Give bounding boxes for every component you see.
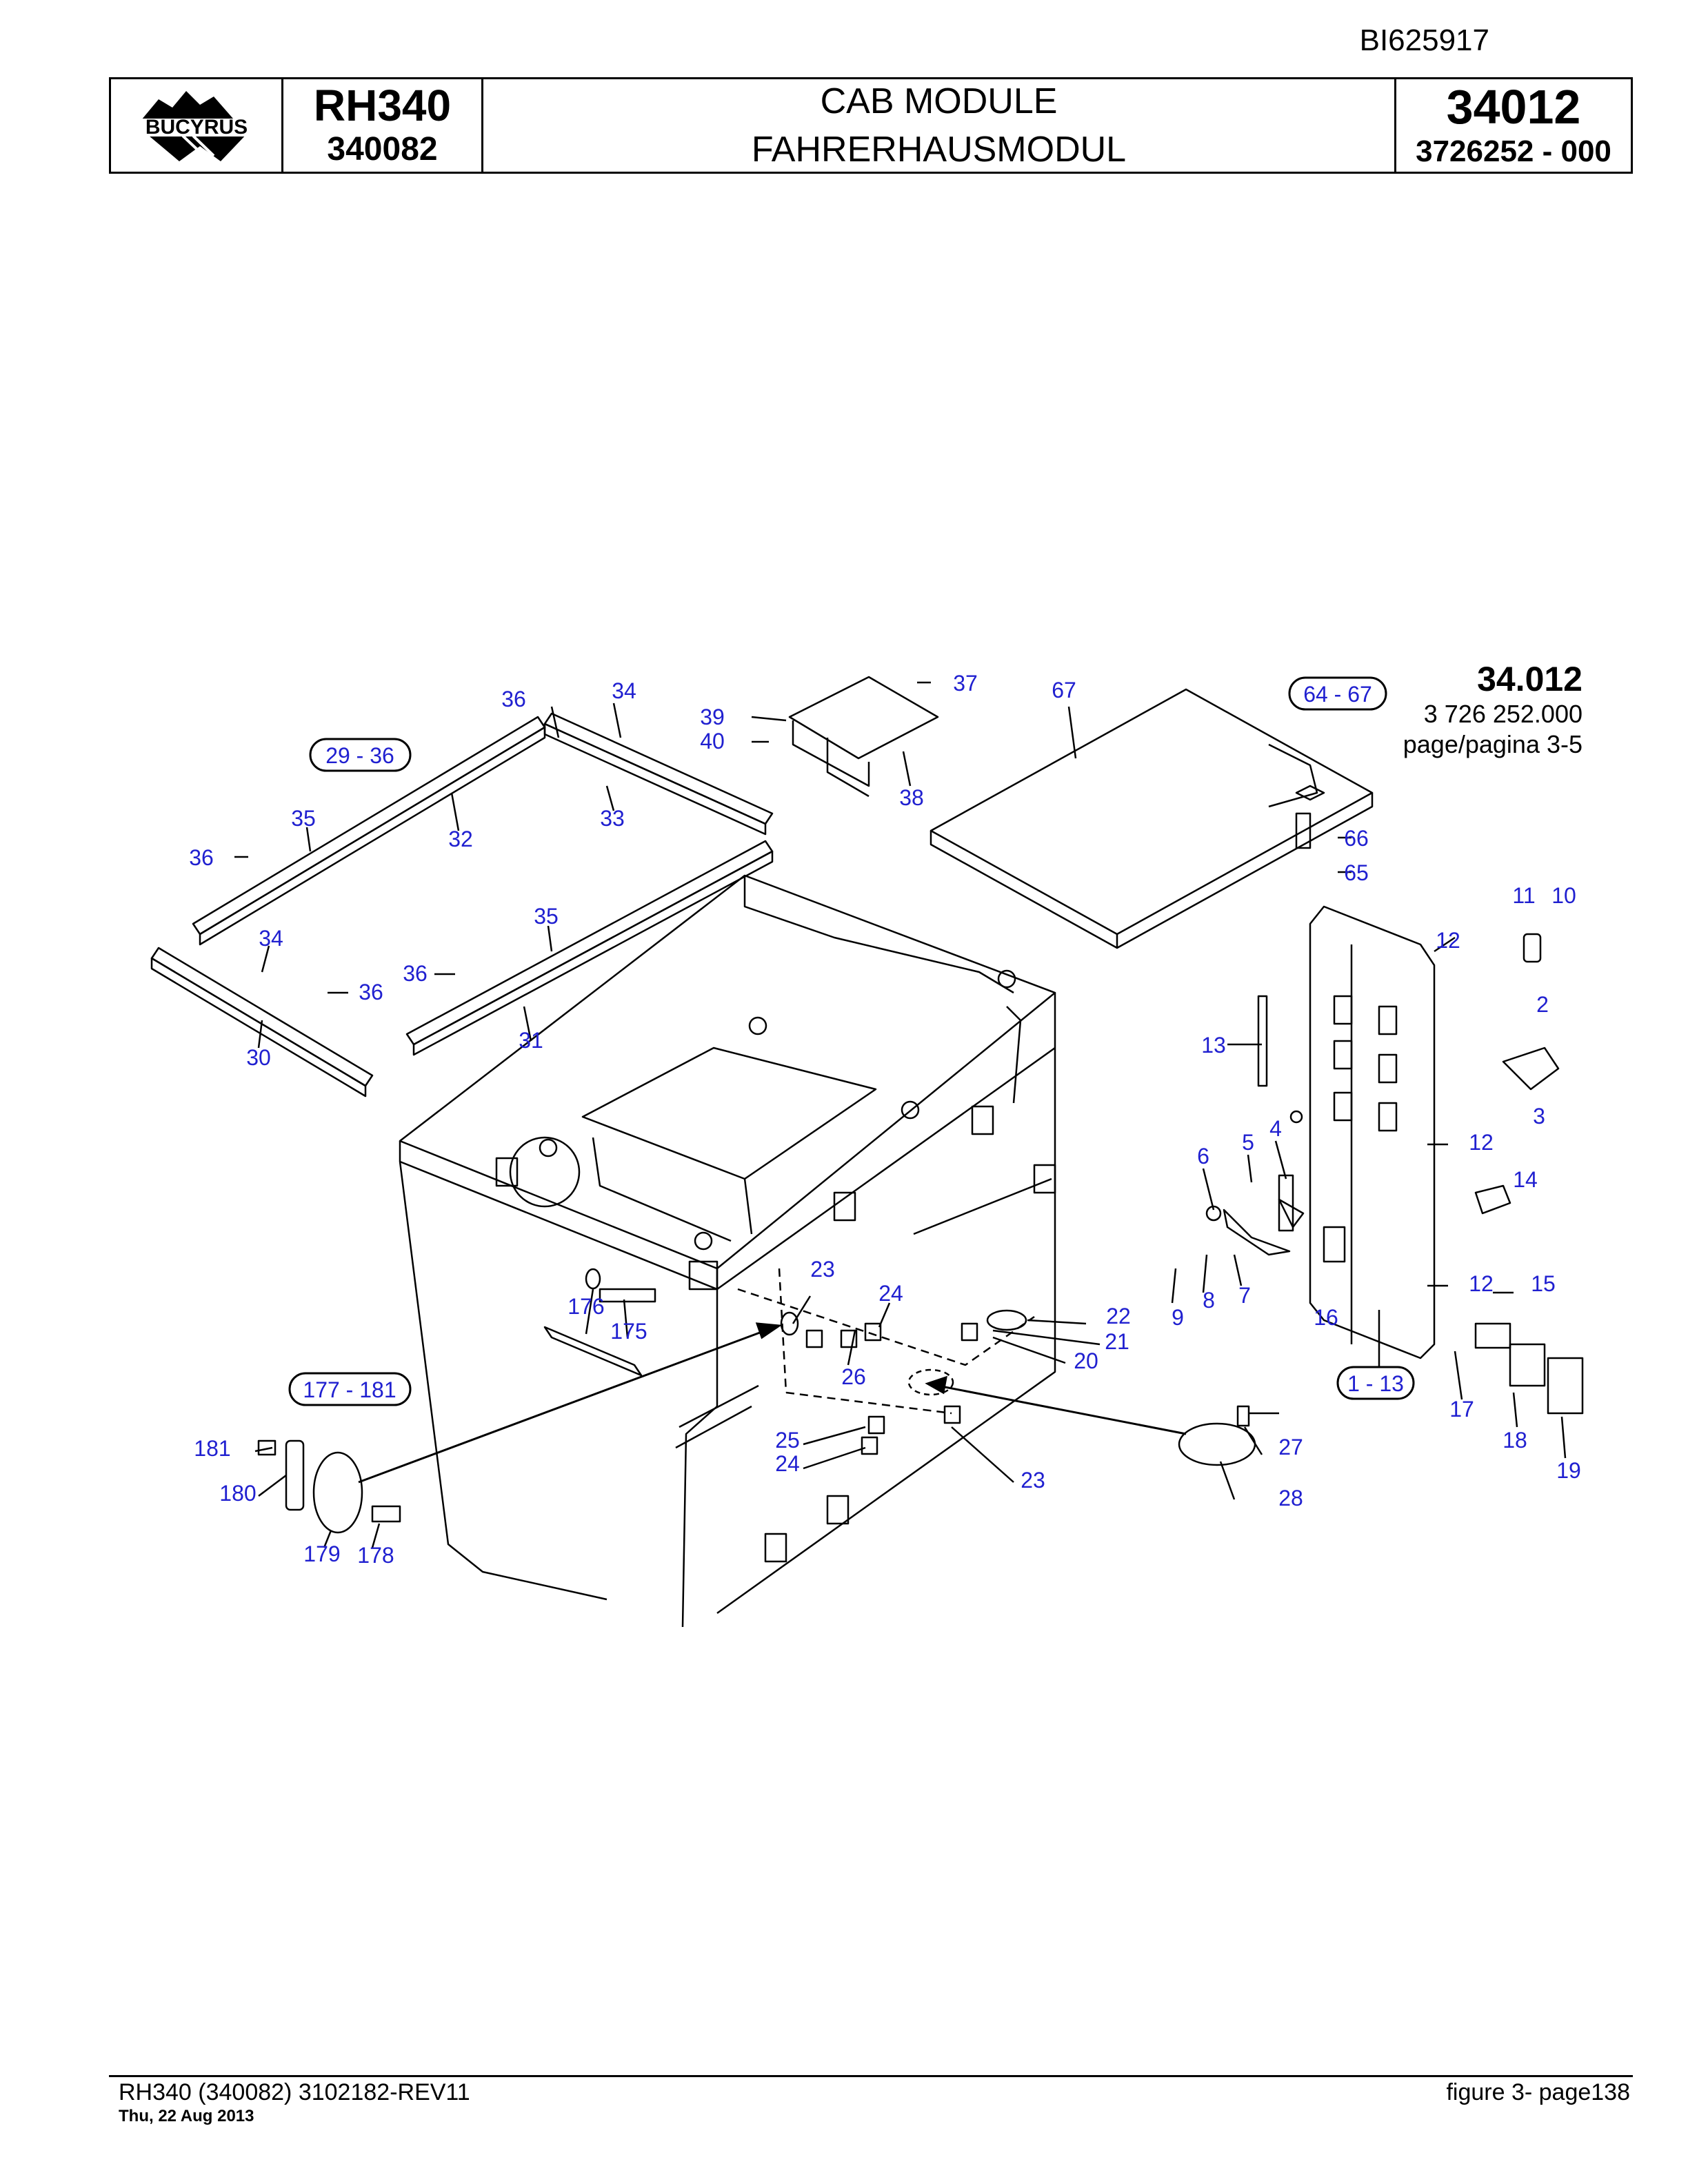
group-label: 29 - 36 <box>325 743 394 768</box>
callout-label: 181 <box>194 1436 230 1461</box>
callout-label: 36 <box>189 845 214 870</box>
callout-label: 12 <box>1469 1271 1494 1296</box>
callout-label: 24 <box>775 1451 800 1476</box>
group-label: 64 - 67 <box>1303 682 1372 707</box>
ref-page: page/pagina 3-5 <box>1403 730 1582 758</box>
title-english: CAB MODULE <box>820 81 1058 121</box>
callout-label: 11 <box>1512 883 1535 908</box>
callout-label: 30 <box>246 1045 271 1070</box>
group-oval-29-36 <box>309 738 412 772</box>
bracket-drawing <box>788 676 939 798</box>
tray-drawing <box>930 688 1374 949</box>
callout-label: 12 <box>1436 928 1460 953</box>
callout-label: 16 <box>1314 1305 1338 1330</box>
group-oval-64-67 <box>1288 676 1387 711</box>
callout-label: 37 <box>953 671 978 696</box>
footer-date: Thu, 22 Aug 2013 <box>119 2107 254 2125</box>
ref-number: 34.012 <box>1477 660 1582 698</box>
svg-text:BUCYRUS: BUCYRUS <box>145 116 247 139</box>
callout-label: 38 <box>899 785 924 810</box>
group-cell: 34012 3726252 - 000 <box>1396 79 1631 172</box>
model-cell: RH340 340082 <box>283 79 483 172</box>
callout-label: 176 <box>567 1294 604 1319</box>
group-label: 1 - 13 <box>1347 1371 1404 1396</box>
callout-label: 39 <box>700 705 725 729</box>
callout-label: 9 <box>1172 1305 1184 1330</box>
callout-label: 34 <box>259 926 283 951</box>
callout-label: 10 <box>1551 883 1576 908</box>
callout-label: 178 <box>357 1543 394 1568</box>
callout-label: 32 <box>448 827 473 851</box>
callout-label: 23 <box>1021 1468 1045 1493</box>
title-block: BUCYRUS RH340 340082 CAB MODULE FAHRERHA… <box>109 77 1633 174</box>
callout-label: 22 <box>1106 1304 1131 1328</box>
callout-label: 36 <box>501 687 526 711</box>
callout-label: 36 <box>403 961 428 986</box>
callout-label: 19 <box>1556 1458 1581 1483</box>
callout-label: 7 <box>1238 1283 1251 1308</box>
footer-page-number: figure 3- page138 <box>1446 2079 1630 2105</box>
group-number: 34012 <box>1446 80 1581 134</box>
group-labels: 29 - 36 64 - 67 1 - 13 177 - 181 <box>303 682 1404 1402</box>
callout-label: 180 <box>219 1481 256 1506</box>
callout-label: 179 <box>303 1541 340 1566</box>
callout-label: 18 <box>1503 1428 1527 1453</box>
document-id: BI625917 <box>1359 23 1489 57</box>
callout-label: 12 <box>1469 1130 1494 1155</box>
callout-label: 20 <box>1074 1348 1098 1373</box>
callout-label: 25 <box>775 1428 800 1453</box>
callout-label: 65 <box>1344 860 1369 885</box>
diagram-drawing: 29 - 36 64 - 67 1 - 13 177 - 181 34.012 … <box>150 660 1584 1628</box>
model-number: 340082 <box>327 131 438 168</box>
group-oval-1-13 <box>1336 1366 1415 1400</box>
cab-body-drawing <box>399 874 1056 1628</box>
callout-label: 35 <box>534 904 559 929</box>
callout-label: 66 <box>1344 826 1369 851</box>
callout-label: 27 <box>1278 1435 1303 1459</box>
callout-label: 4 <box>1269 1116 1282 1141</box>
part-number: 3726252 - 000 <box>1416 134 1611 168</box>
ref-part: 3 726 252.000 <box>1424 700 1582 728</box>
callout-label: 67 <box>1052 678 1076 702</box>
reference-block: 34.012 3 726 252.000 page/pagina 3-5 <box>1403 660 1582 758</box>
callout-label: 21 <box>1105 1329 1129 1354</box>
callout-label: 5 <box>1242 1130 1254 1155</box>
callout-label: 35 <box>291 806 316 831</box>
callout-label: 8 <box>1203 1288 1215 1313</box>
callout-label: 3 <box>1533 1104 1545 1129</box>
callout-label: 6 <box>1197 1144 1209 1169</box>
callouts: 36 34 39 40 37 67 38 33 32 35 36 34 36 3… <box>189 671 1581 1568</box>
title-cell: CAB MODULE FAHRERHAUSMODUL <box>483 79 1396 172</box>
group-ovals <box>288 676 1415 1406</box>
brand-logo: BUCYRUS <box>111 79 283 172</box>
callout-label: 13 <box>1201 1033 1226 1058</box>
callout-label: 26 <box>841 1364 866 1389</box>
door-panel-drawing <box>1257 905 1436 1359</box>
callout-label: 34 <box>612 678 636 703</box>
callout-label: 31 <box>519 1028 543 1053</box>
bucyrus-logo-icon: BUCYRUS <box>122 91 270 161</box>
callout-label: 23 <box>810 1257 835 1282</box>
footer-doc-reference: RH340 (340082) 3102182-REV11 <box>119 2079 470 2105</box>
callout-label: 28 <box>1278 1486 1303 1510</box>
model-name: RH340 <box>313 81 452 130</box>
callout-label: 14 <box>1513 1167 1538 1192</box>
footer-divider <box>109 2075 1633 2077</box>
callout-label: 24 <box>878 1281 903 1306</box>
exploded-parts-diagram: 29 - 36 64 - 67 1 - 13 177 - 181 34.012 … <box>0 648 1688 1641</box>
callout-label: 36 <box>359 980 383 1004</box>
callout-label: 15 <box>1531 1271 1556 1296</box>
callout-label: 40 <box>700 729 725 754</box>
callout-label: 2 <box>1536 992 1549 1017</box>
group-oval-177-181 <box>288 1372 412 1406</box>
frame-rails-drawing <box>150 712 774 1098</box>
arrows <box>358 1322 1187 1484</box>
leader-lines <box>234 681 1567 1548</box>
callout-label: 17 <box>1449 1397 1474 1422</box>
callout-label: 33 <box>600 806 625 831</box>
group-label: 177 - 181 <box>303 1377 396 1402</box>
callout-label: 175 <box>610 1319 647 1344</box>
title-german: FAHRERHAUSMODUL <box>751 130 1127 170</box>
